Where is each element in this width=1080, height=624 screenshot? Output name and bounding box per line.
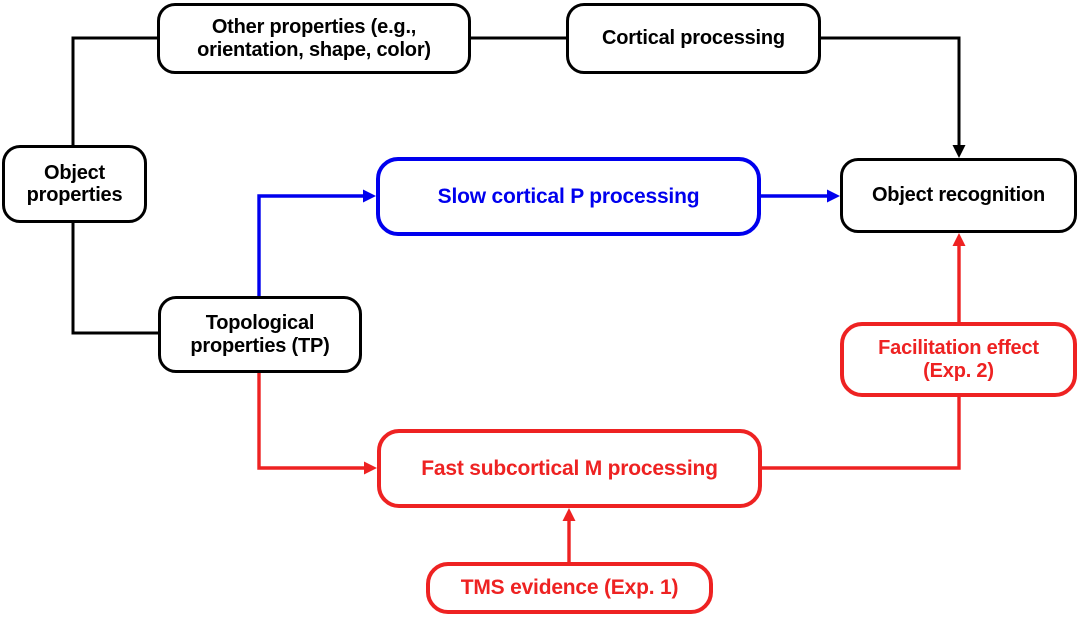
arrowhead-icon <box>364 461 377 475</box>
node-label-topological-properties: Topological properties (TP) <box>190 312 330 357</box>
edge-slow-cortical-p-to-object-recognition <box>761 189 840 203</box>
arrowhead-icon <box>562 508 576 521</box>
edge-fast-subcortical-m-to-object-recognition <box>762 233 966 470</box>
edge-line <box>71 38 158 335</box>
node-label-cortical-processing: Cortical processing <box>602 27 785 50</box>
node-cortical-processing: Cortical processing <box>566 3 821 74</box>
node-object-properties: Object properties <box>2 145 147 223</box>
arrowhead-icon <box>827 189 840 203</box>
edge-line <box>257 194 365 296</box>
edge-cortical-processing-to-object-recognition <box>821 36 966 158</box>
node-label-other-properties: Other properties (e.g., orientation, sha… <box>197 16 431 61</box>
node-label-object-recognition: Object recognition <box>871 184 1046 207</box>
node-slow-cortical-p-processing: Slow cortical P processing <box>376 157 761 236</box>
edge-topological-properties-to-slow-cortical-p <box>257 189 376 296</box>
node-label-facilitation-effect: Facilitation effect (Exp. 2) <box>878 337 1039 382</box>
node-tms-evidence: TMS evidence (Exp. 1) <box>426 562 713 614</box>
node-fast-subcortical-m-processing: Fast subcortical M processing <box>377 429 762 508</box>
edge-tms-evidence-to-fast-subcortical-m <box>562 508 576 562</box>
edge-topological-properties-to-fast-subcortical-m <box>257 373 377 475</box>
node-label-object-properties: Object properties <box>26 161 123 206</box>
arrowhead-icon <box>363 189 376 203</box>
edge-line <box>762 244 961 470</box>
edge-line <box>821 36 961 147</box>
node-topological-properties: Topological properties (TP) <box>158 296 362 373</box>
node-label-tms-evidence: TMS evidence (Exp. 1) <box>460 576 679 600</box>
node-object-recognition: Object recognition <box>840 158 1077 233</box>
node-other-properties: Other properties (e.g., orientation, sha… <box>157 3 471 74</box>
edge-line <box>257 373 366 470</box>
arrowhead-icon <box>952 145 966 158</box>
node-label-fast-subcortical-m-processing: Fast subcortical M processing <box>421 456 718 480</box>
edge-object-properties-to-topological-properties <box>71 38 158 335</box>
arrowhead-icon <box>952 233 966 246</box>
node-label-slow-cortical-p-processing: Slow cortical P processing <box>437 184 700 208</box>
node-facilitation-effect: Facilitation effect (Exp. 2) <box>840 322 1077 397</box>
